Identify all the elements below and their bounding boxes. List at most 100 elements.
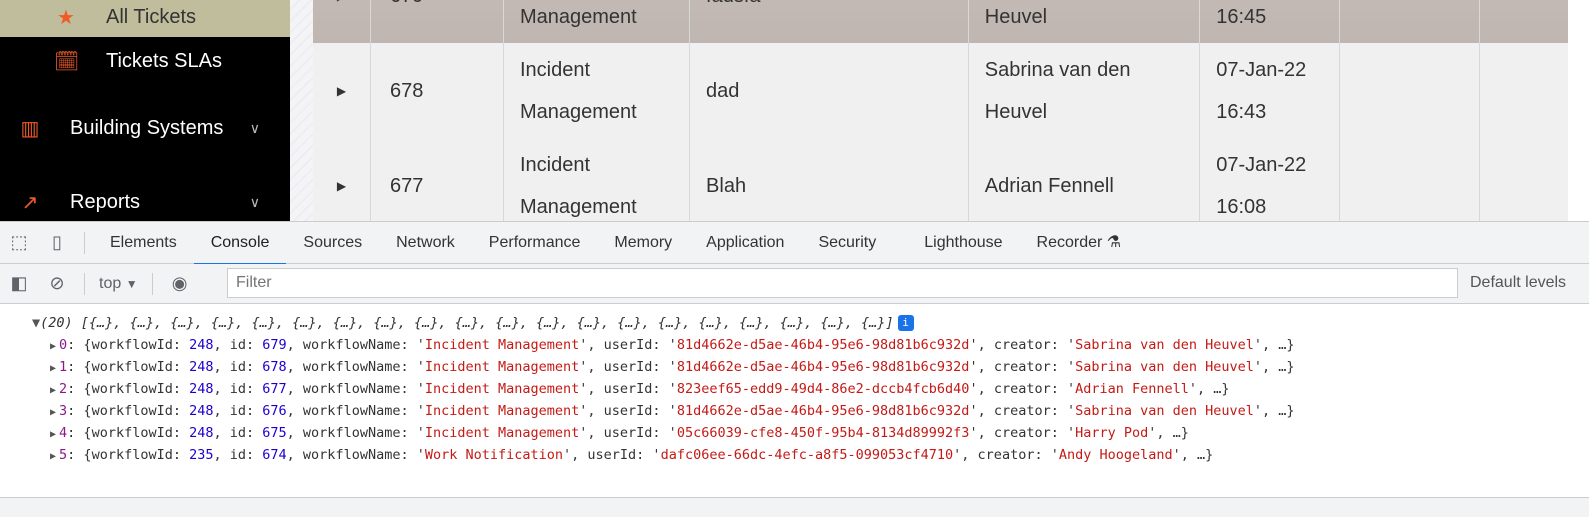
punctuation: : {: [67, 425, 92, 441]
console-toolbar: ◧ ⊘ top ▼ ◉ Default levels: [0, 264, 1589, 304]
entry-workflowName: Incident Management: [424, 381, 580, 397]
punctuation: , workflowName: ': [286, 447, 425, 463]
dropdown-arrow-icon: ▼: [125, 276, 138, 291]
punctuation: ', creator: ': [969, 381, 1076, 397]
sidebar-toggle-icon[interactable]: ◧: [10, 273, 28, 293]
inspect-element-icon[interactable]: ⬚: [10, 232, 28, 252]
table-row[interactable]: ▶679IncidentManagementfadsfaSabrina van …: [313, 0, 1568, 43]
divider: [84, 231, 85, 254]
punctuation: ', …}: [1253, 337, 1295, 353]
cell-workflow-text: Incident: [520, 58, 591, 81]
eye-icon[interactable]: ◉: [171, 273, 188, 293]
expand-row-icon[interactable]: ▶: [313, 0, 371, 43]
tab-application[interactable]: Application: [689, 222, 801, 264]
tab-console[interactable]: Console: [193, 222, 287, 265]
punctuation: ', …}: [1253, 359, 1295, 375]
sidebar-item-building-systems[interactable]: ▥ Building Systems ∨: [0, 108, 290, 148]
tab-memory[interactable]: Memory: [597, 222, 689, 264]
entry-workflowId: 248: [189, 337, 214, 353]
punctuation: , id:: [213, 447, 263, 463]
entry-creator: Sabrina van den Heuvel: [1075, 337, 1254, 353]
punctuation: , id:: [213, 359, 263, 375]
console-entry[interactable]: ▶2: {workflowId: 248, id: 677, workflowN…: [0, 378, 1589, 400]
sidebar-item-all-tickets[interactable]: ★ All Tickets: [0, 0, 290, 37]
console-entry[interactable]: ▶3: {workflowId: 248, id: 676, workflowN…: [0, 400, 1589, 422]
sidebar-item-tickets-slas[interactable]: 🗓 Tickets SLAs: [0, 41, 290, 81]
expand-triangle-icon: ▶: [50, 341, 57, 352]
clear-console-icon[interactable]: ⊘: [49, 273, 65, 293]
cell-date-text: 16:08: [1216, 195, 1267, 218]
punctuation: ', userId: ': [579, 337, 677, 353]
tab-label: Sources: [303, 233, 363, 251]
tab-label: Console: [210, 233, 270, 251]
punctuation: : {: [67, 403, 92, 419]
sidebar: ★ All Tickets 🗓 Tickets SLAs ▥ Building …: [0, 0, 290, 221]
ticket-star-icon: ★: [57, 6, 75, 29]
cell-creator: Adrian Fennell: [969, 138, 1201, 221]
expand-triangle-icon: ▶: [50, 429, 57, 440]
entry-creator: Adrian Fennell: [1075, 381, 1189, 397]
entry-workflowName: Work Notification: [424, 447, 564, 463]
tab-elements[interactable]: Elements: [93, 222, 194, 264]
punctuation: ', creator: ': [969, 425, 1076, 441]
device-toolbar-icon[interactable]: ▯: [52, 232, 62, 252]
punctuation: workflowId:: [91, 425, 190, 441]
expand-row-icon[interactable]: ▶: [313, 43, 371, 138]
tab-security[interactable]: Security: [801, 222, 893, 264]
sidebar-item-label: Tickets SLAs: [106, 49, 222, 72]
cell-empty: [1480, 0, 1568, 43]
building-icon: ▥: [20, 117, 40, 140]
chart-line-icon: ↗: [21, 191, 39, 214]
entry-id: 679: [262, 337, 287, 353]
punctuation: workflowId:: [91, 403, 190, 419]
entry-workflowName: Incident Management: [424, 425, 580, 441]
console-entry[interactable]: ▶5: {workflowId: 235, id: 674, workflowN…: [0, 444, 1589, 466]
cell-title-text: fadsfa: [706, 0, 760, 17]
chevron-down-icon: ∨: [249, 193, 260, 210]
entry-creator: Harry Pod: [1075, 425, 1149, 441]
divider: [151, 272, 153, 295]
filter-input[interactable]: [227, 268, 1458, 298]
cell-id: 678: [371, 43, 504, 138]
cell-workflow-text: Management: [520, 195, 637, 218]
scroll-gutter: [290, 0, 313, 221]
chevron-down-icon: ∨: [249, 119, 260, 136]
punctuation: ', creator: ': [969, 403, 1076, 419]
entry-workflowId: 248: [189, 381, 214, 397]
tab-sources[interactable]: Sources: [286, 222, 379, 264]
console-array-header[interactable]: ▼(20) [{…}, {…}, {…}, {…}, {…}, {…}, {…}…: [0, 312, 1589, 334]
cell-creator-text: Heuvel: [984, 5, 1048, 28]
context-selector[interactable]: top ▼: [93, 275, 144, 293]
cell-id-text: 678: [389, 79, 424, 102]
console-entry[interactable]: ▶1: {workflowId: 248, id: 678, workflowN…: [0, 356, 1589, 378]
entry-userId: 81d4662e-d5ae-46b4-95e6-98d81b6c932d: [676, 403, 970, 419]
flask-icon: ⚗: [1102, 233, 1122, 251]
sidebar-item-reports[interactable]: ↗ Reports ∨: [0, 182, 290, 221]
tab-label: Application: [706, 233, 785, 251]
log-level-selector[interactable]: Default levels: [1470, 274, 1567, 291]
console-entry[interactable]: ▶4: {workflowId: 248, id: 675, workflowN…: [0, 422, 1589, 444]
cell-title: dad: [690, 43, 969, 138]
entry-id: 675: [262, 425, 287, 441]
console-entries: ▶0: {workflowId: 248, id: 679, workflowN…: [0, 334, 1589, 466]
tab-recorder[interactable]: Recorder ⚗: [1020, 222, 1139, 264]
tab-lighthouse[interactable]: Lighthouse: [907, 222, 1019, 264]
entry-userId: dafc06ee-66dc-4efc-a8f5-099053cf4710: [660, 447, 954, 463]
punctuation: ', creator: ': [969, 359, 1076, 375]
expand-triangle-icon[interactable]: ▼: [32, 315, 41, 331]
expand-row-icon[interactable]: ▶: [313, 138, 371, 221]
info-icon[interactable]: i: [897, 315, 914, 331]
punctuation: , workflowName: ': [286, 337, 425, 353]
entry-userId: 81d4662e-d5ae-46b4-95e6-98d81b6c932d: [676, 359, 970, 375]
tab-performance[interactable]: Performance: [472, 222, 598, 264]
tab-network[interactable]: Network: [379, 222, 472, 264]
punctuation: : {: [67, 359, 92, 375]
console-entry[interactable]: ▶0: {workflowId: 248, id: 679, workflowN…: [0, 334, 1589, 356]
